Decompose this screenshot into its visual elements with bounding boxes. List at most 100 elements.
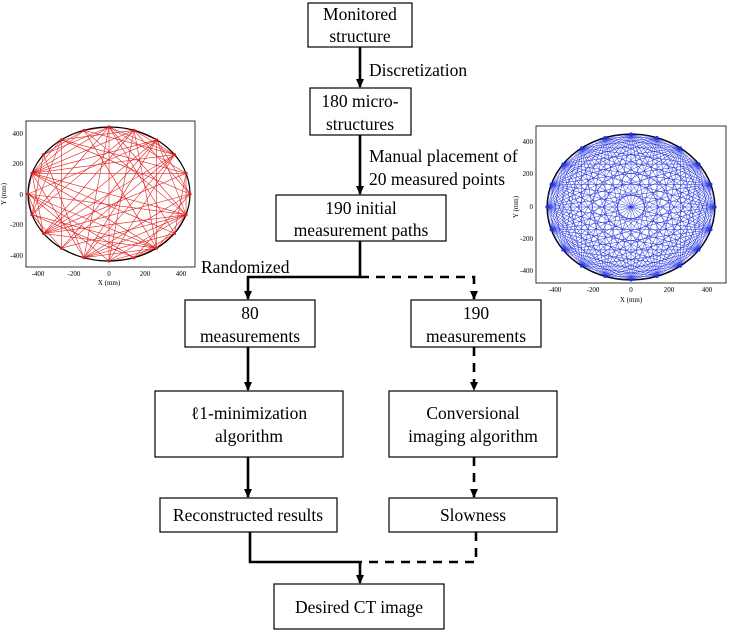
plot-right-ytick: 200 xyxy=(523,170,534,178)
sensor-point xyxy=(82,256,86,260)
measurement-path xyxy=(550,137,606,230)
measurement-path xyxy=(27,193,44,234)
sensor-point xyxy=(629,132,633,136)
measurement-path xyxy=(581,137,606,267)
measurement-path xyxy=(630,133,700,165)
measurement-path xyxy=(31,154,44,215)
measurement-path xyxy=(656,229,712,277)
measurement-path xyxy=(604,229,712,277)
sensor-point xyxy=(709,182,713,186)
node-190-measurements: 190 measurements xyxy=(410,299,542,348)
sensor-point xyxy=(603,274,607,278)
measurement-path xyxy=(562,133,632,165)
measurement-path xyxy=(562,147,582,250)
measurement-path xyxy=(546,206,606,277)
measurement-path xyxy=(604,137,632,281)
node-190-measurements-line2: measurements xyxy=(426,326,526,346)
plot-right-ytick: 0 xyxy=(530,203,534,211)
sensor-point xyxy=(580,146,584,150)
measurement-path xyxy=(581,147,658,277)
sensor-point xyxy=(709,228,713,232)
measurement-path xyxy=(31,154,175,174)
measurement-path xyxy=(698,164,712,230)
measurement-path xyxy=(656,137,712,185)
label-discretization: Discretization xyxy=(369,60,467,80)
sensor-point xyxy=(655,136,659,140)
plot-left-ylabel: Y (mm) xyxy=(0,182,8,205)
measurement-path xyxy=(546,206,564,250)
sensor-point xyxy=(155,138,159,142)
plot-right-ytick: -400 xyxy=(520,267,533,275)
measurement-path xyxy=(604,147,681,277)
measurement-path xyxy=(31,173,85,258)
measurement-path xyxy=(550,184,564,250)
node-l1-algorithm: ℓ1-minimization algorithm xyxy=(154,390,344,458)
measurement-path xyxy=(27,193,157,249)
measurement-path xyxy=(604,137,681,149)
measurement-path xyxy=(680,206,716,267)
measurement-path xyxy=(550,163,700,230)
sensor-point xyxy=(59,138,64,142)
measurement-path xyxy=(31,173,175,234)
measurement-path xyxy=(604,137,716,208)
sensor-point xyxy=(188,192,192,196)
label-manual-placement-line2: 20 measured points xyxy=(369,169,505,189)
measurement-path xyxy=(83,130,175,155)
measurement-path xyxy=(581,265,632,281)
measurement-path xyxy=(562,163,716,208)
sensor-point xyxy=(184,171,188,175)
node-80-measurements-line1: 80 xyxy=(241,303,259,323)
sensor-point xyxy=(561,248,565,252)
measurement-path xyxy=(546,164,564,208)
node-slowness: Slowness xyxy=(388,497,558,533)
measurement-path xyxy=(656,137,681,149)
measurement-path xyxy=(83,214,187,258)
measurement-path xyxy=(680,147,716,208)
plot-left-ytick: 200 xyxy=(13,160,24,168)
plot-right-ytick: -200 xyxy=(520,235,533,243)
node-190-measurements-line1: 190 xyxy=(463,303,490,323)
measurement-path xyxy=(108,214,187,262)
measurement-path xyxy=(133,193,191,258)
measurement-path xyxy=(604,137,712,185)
sensor-point xyxy=(549,182,553,186)
plot-left-paths xyxy=(27,126,191,262)
measurement-path xyxy=(31,214,157,249)
sensor-point xyxy=(107,125,111,129)
measurement-path xyxy=(581,147,700,251)
measurement-path xyxy=(546,184,711,208)
node-l1-algorithm-line2: algorithm xyxy=(215,426,283,446)
plot-left-ytick: -200 xyxy=(10,221,23,229)
measurement-path xyxy=(562,137,606,250)
measurement-path xyxy=(630,249,700,281)
sensor-point xyxy=(561,162,565,166)
measurement-path xyxy=(61,139,191,195)
measurement-path xyxy=(562,249,681,267)
measurement-path xyxy=(83,130,157,249)
sensor-point xyxy=(184,213,188,217)
measurement-path xyxy=(31,139,62,174)
sensor-point xyxy=(713,205,717,209)
measurement-path xyxy=(83,247,157,258)
measurement-path xyxy=(43,126,110,155)
measurement-path xyxy=(31,173,44,234)
measurement-path xyxy=(31,130,85,174)
plot-left-ytick: -400 xyxy=(10,252,23,260)
measurement-path xyxy=(83,139,157,258)
connector-recon-to-merge xyxy=(248,532,360,564)
measurement-path xyxy=(108,126,175,155)
measurement-path xyxy=(550,229,606,277)
node-reconstructed-results: Reconstructed results xyxy=(159,497,338,533)
measurement-path xyxy=(550,184,700,251)
measurement-path xyxy=(550,184,582,267)
sensor-point xyxy=(580,264,584,268)
measurement-path xyxy=(83,233,175,258)
measurement-path xyxy=(43,233,157,249)
node-reconstructed-results-text: Reconstructed results xyxy=(173,505,323,525)
plot-left-xtick: -400 xyxy=(32,270,45,278)
measurement-path xyxy=(31,130,135,174)
plot-left: -400 -200 0 200 400 X (mm) 400 200 0 -20… xyxy=(0,120,196,287)
sensor-point xyxy=(132,256,136,260)
measurement-path xyxy=(546,206,711,230)
measurement-path xyxy=(83,193,191,258)
